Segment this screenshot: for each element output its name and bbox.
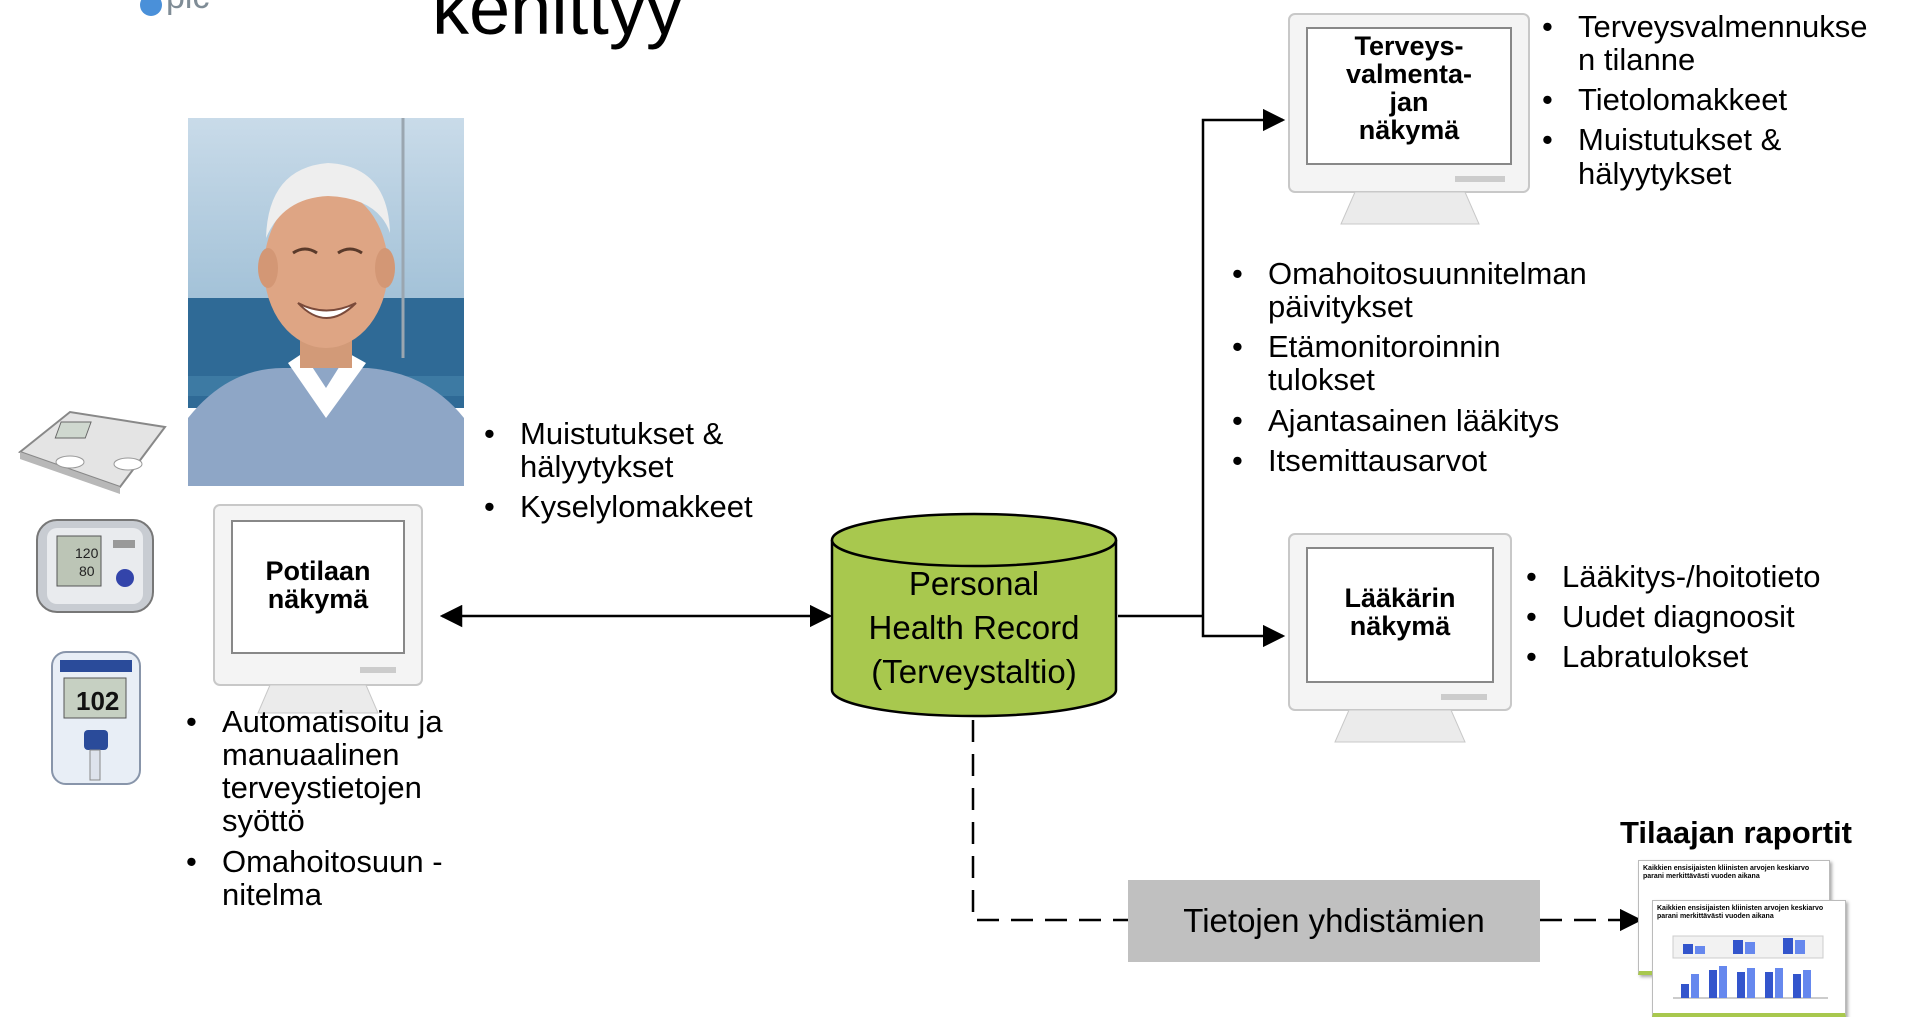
logo-text: pic	[166, 0, 209, 17]
phr-content-bullets: Omahoitosuunnitelman päivitykset Etämoni…	[1228, 257, 1628, 484]
coach-view-monitor: Terveys- valmenta- jan näkymä	[1285, 12, 1535, 232]
report-thumbnail-front: Kaikkien ensisijaisten kliinisten arvoje…	[1652, 900, 1846, 1017]
trunk-to-doctor-arrow	[1201, 616, 1286, 648]
list-item: Muistutukset & hälyytykset	[1538, 123, 1823, 189]
phr-to-aggregation-dashed	[971, 720, 1128, 922]
list-item: Kyselylomakkeet	[480, 490, 820, 523]
patient-input-list: Automatisoitu ja manuaalinen terveystiet…	[182, 705, 472, 918]
monitor-icon	[1288, 13, 1530, 225]
patient-view-label-line2: näkymä	[267, 584, 369, 615]
phr-database-cylinder	[830, 512, 1118, 718]
list-item: Automatisoitu ja manuaalinen terveystiet…	[182, 705, 447, 838]
page-title: kehittyy	[432, 0, 683, 50]
doctor-view-label-line2: näkymä	[1349, 611, 1451, 642]
blood-pressure-monitor-icon: 120 80	[36, 519, 154, 613]
list-item: Muistutukset & hälyytykset	[480, 417, 765, 483]
list-item: Uudet diagnoosit	[1522, 600, 1902, 633]
list-item: Etämonitoroinnin tulokset	[1228, 330, 1568, 396]
svg-text:80: 80	[79, 563, 95, 579]
patient-view-label-line1: Potilaan	[265, 556, 371, 586]
list-item: Itsemittausarvot	[1228, 444, 1628, 477]
logo-dot	[140, 0, 162, 16]
phr-label: Personal Health Record (Terveystaltio)	[832, 562, 1116, 694]
report-bar-chart-icon	[1672, 935, 1828, 999]
svg-text:120: 120	[75, 545, 99, 561]
glucose-meter-icon: 102	[51, 651, 141, 785]
list-item: Tietolomakkeet	[1538, 83, 1910, 116]
list-item: Omahoitosuunnitelman päivitykset	[1228, 257, 1598, 323]
svg-text:102: 102	[76, 686, 119, 716]
reports-title: Tilaajan raportit	[1620, 815, 1852, 850]
coach-view-label-line3: jan	[1389, 87, 1429, 118]
phr-label-line3: (Terveystaltio)	[871, 652, 1077, 690]
phr-label-line2: Health Record	[868, 608, 1080, 646]
list-item: Lääkitys-/hoitotieto	[1522, 560, 1902, 593]
doctor-view-monitor: Lääkärin näkymä	[1285, 532, 1515, 748]
patient-view-monitor: Potilaan näkymä	[210, 503, 426, 719]
list-item: Omahoitosuun -nitelma	[182, 844, 467, 910]
coach-view-label-line2: valmenta-	[1345, 59, 1473, 90]
data-aggregation-box: Tietojen yhdistämien	[1128, 880, 1540, 962]
list-item: Ajantasainen lääkitys	[1228, 403, 1628, 436]
report-thumb-heading: Kaikkien ensisijaisten kliinisten arvoje…	[1657, 905, 1824, 921]
coach-view-label-line4: näkymä	[1358, 115, 1460, 146]
doctor-view-label-line1: Lääkärin	[1344, 583, 1456, 613]
trunk-to-coach-arrow	[1201, 108, 1286, 616]
patient-photo-illustration	[188, 118, 464, 486]
bathroom-scale-icon	[17, 410, 167, 494]
coach-bullets: Terveysvalmennuksen tilanne Tietolomakke…	[1538, 10, 1910, 197]
list-item: Labratulokset	[1522, 640, 1902, 673]
patient-photo	[188, 118, 464, 486]
coach-view-label-line1: Terveys-	[1354, 31, 1464, 61]
logo: pic	[140, 0, 260, 26]
monitor-icon	[213, 504, 423, 714]
phr-label-line1: Personal	[908, 565, 1040, 602]
report-thumb-heading: Kaikkien ensisijaisten kliinisten arvoje…	[1643, 865, 1810, 881]
patient-feedback-list: Muistutukset & hälyytykset Kyselylomakke…	[480, 417, 820, 530]
monitor-icon	[1288, 533, 1512, 743]
doctor-bullets: Lääkitys-/hoitotieto Uudet diagnoosit La…	[1522, 560, 1902, 680]
list-item: Terveysvalmennuksen tilanne	[1538, 10, 1878, 76]
